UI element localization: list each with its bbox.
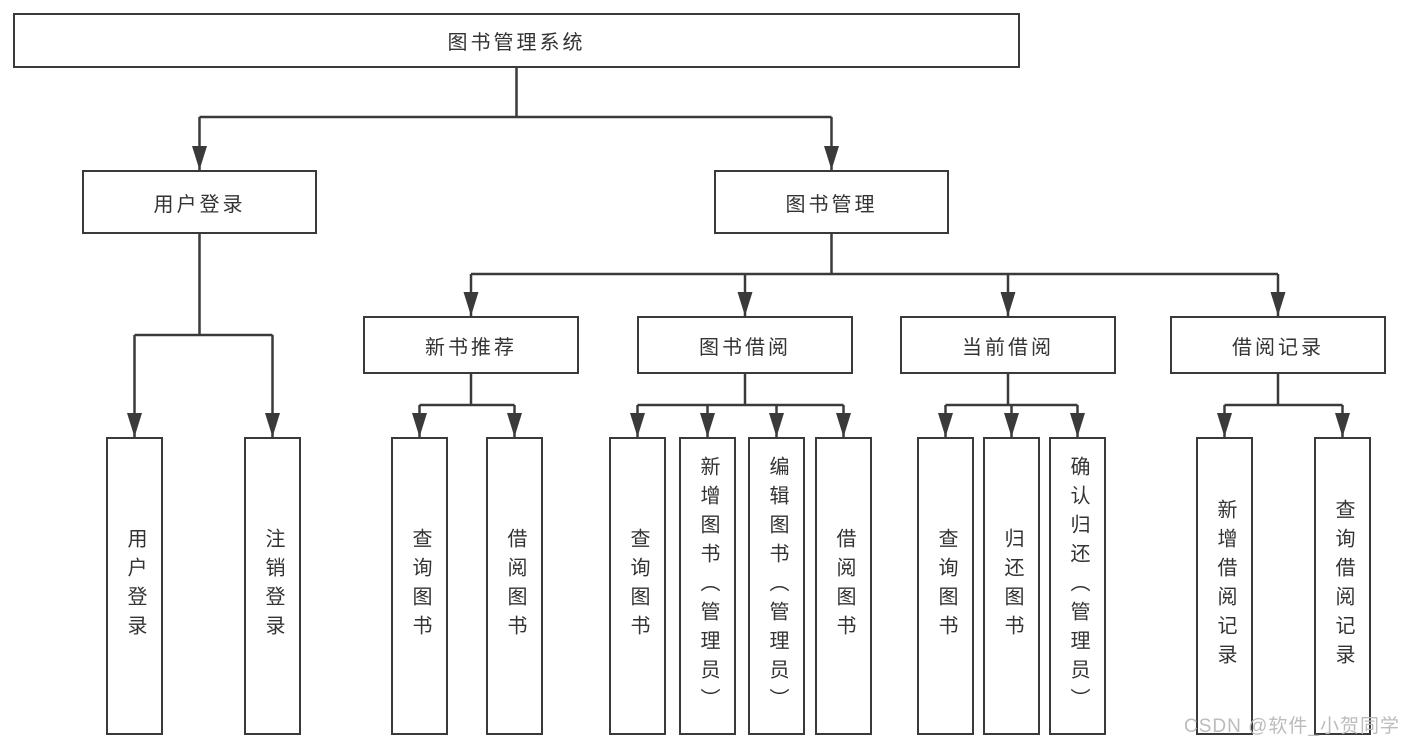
node-label: 归还图书 (1001, 528, 1023, 644)
node-label: 图书借阅 (699, 336, 791, 359)
node-library-management-system: 图书管理系统 (13, 13, 1020, 68)
node-label: 新书推荐 (425, 336, 517, 359)
node-label: 查询图书 (935, 528, 957, 644)
node-label: 图书管理 (785, 193, 878, 216)
node-label: 查询借阅记录 (1332, 499, 1354, 673)
leaf-query-borrow-record: 查询借阅记录 (1314, 437, 1371, 735)
leaf-user-login: 用户登录 (106, 437, 163, 735)
node-user-login: 用户登录 (82, 170, 317, 234)
node-label: 借阅图书 (504, 528, 526, 644)
node-label: 新增图书（管理员） (697, 455, 719, 717)
tree-branch-lines (134, 68, 1343, 407)
node-label: 编辑图书（管理员） (766, 455, 788, 717)
node-current-borrowing: 当前借阅 (900, 316, 1116, 374)
node-label: 注销登录 (262, 528, 284, 644)
node-label: 查询图书 (409, 528, 431, 644)
node-label: 当前借阅 (962, 336, 1054, 359)
node-book-borrowing: 图书借阅 (637, 316, 853, 374)
leaf-confirm-return-admin: 确认归还（管理员） (1049, 437, 1106, 735)
node-label: 用户登录 (124, 528, 146, 644)
leaf-add-books-admin: 新增图书（管理员） (679, 437, 736, 735)
node-label: 借阅图书 (833, 528, 855, 644)
leaf-add-borrow-record: 新增借阅记录 (1196, 437, 1253, 735)
node-label: 图书管理系统 (447, 32, 586, 54)
node-borrowing-records: 借阅记录 (1170, 316, 1386, 374)
leaf-borrow-books: 借阅图书 (486, 437, 543, 735)
leaf-query-books: 查询图书 (609, 437, 666, 735)
node-label: 确认归还（管理员） (1067, 455, 1089, 717)
node-label: 借阅记录 (1232, 336, 1324, 359)
node-label: 新增借阅记录 (1214, 499, 1236, 673)
leaf-borrow-books: 借阅图书 (815, 437, 872, 735)
leaf-query-books: 查询图书 (391, 437, 448, 735)
leaf-return-books: 归还图书 (983, 437, 1040, 735)
leaf-logout: 注销登录 (244, 437, 301, 735)
node-new-book-recommend: 新书推荐 (363, 316, 579, 374)
node-label: 用户登录 (153, 193, 246, 216)
node-label: 查询图书 (627, 528, 649, 644)
leaf-edit-books-admin: 编辑图书（管理员） (748, 437, 805, 735)
csdn-watermark: CSDN @软件_小贺同学 (1184, 716, 1400, 737)
node-book-management: 图书管理 (714, 170, 949, 234)
leaf-query-books: 查询图书 (917, 437, 974, 735)
